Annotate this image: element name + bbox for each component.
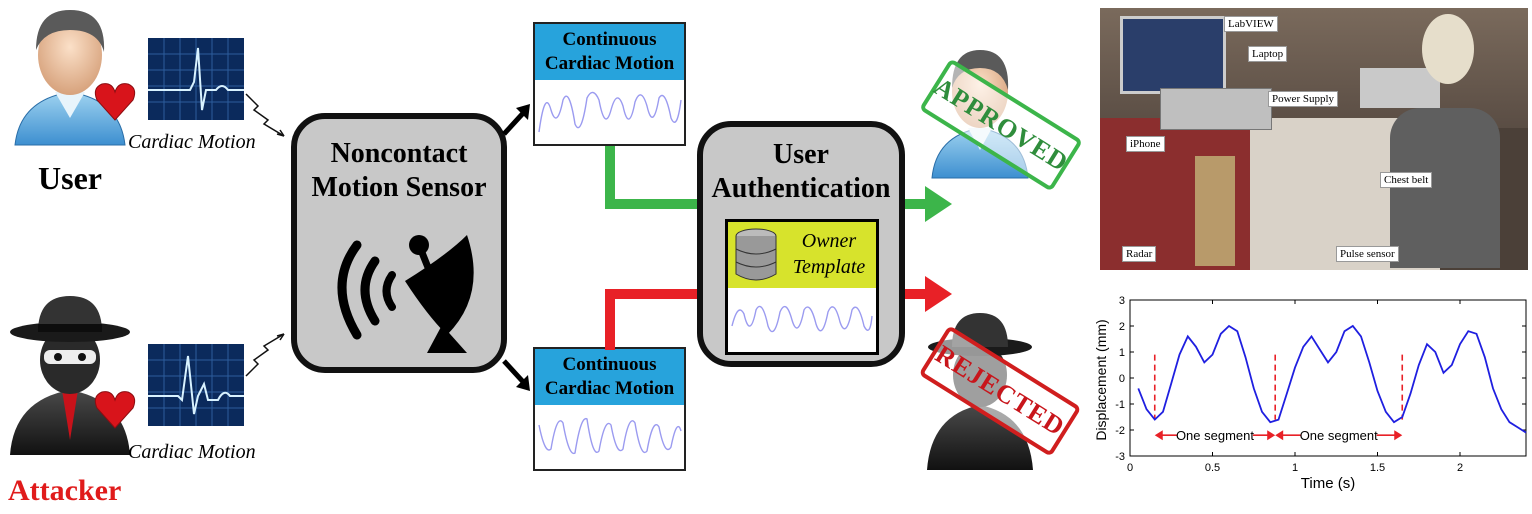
attacker-wireless-link-icon — [245, 333, 285, 377]
x-tick-label: 1 — [1292, 462, 1298, 474]
noncontact-motion-sensor-box: Noncontact Motion Sensor — [291, 113, 507, 373]
y-tick-label: -2 — [1115, 425, 1125, 437]
arrow-to-continuous-top — [502, 104, 530, 136]
database-icon — [735, 228, 777, 281]
x-tick-label: 2 — [1457, 462, 1463, 474]
radar-stand — [1195, 156, 1235, 266]
x-tick-label: 0.5 — [1205, 462, 1220, 474]
user-authentication-box: User Authentication Owner Template — [697, 121, 905, 367]
y-tick-label: -1 — [1115, 399, 1125, 411]
segment-label-bg — [1176, 426, 1253, 444]
owner-template-panel: Owner Template — [725, 219, 879, 355]
user-label: User — [38, 160, 102, 196]
continuous-top-waveform-icon — [538, 91, 682, 133]
y-tick-label: 1 — [1119, 347, 1125, 359]
auth-line1: User — [773, 139, 829, 170]
segment-annotation: One segment — [1300, 428, 1378, 443]
template-waveform-icon — [731, 305, 873, 333]
label-chest-belt: Chest belt — [1380, 172, 1433, 188]
continuous-bottom-waveform-icon — [538, 417, 682, 455]
x-axis-label: Time (s) — [1301, 475, 1355, 492]
segment-arrow-left — [1154, 430, 1163, 441]
label-laptop: Laptop — [1248, 46, 1288, 62]
y-tick-label: 0 — [1119, 373, 1125, 385]
subject — [1390, 108, 1500, 268]
user-avatar-icon — [14, 10, 126, 146]
attacker-cardiac-caption: Cardiac Motion — [128, 441, 256, 463]
x-tick-label: 0 — [1127, 462, 1133, 474]
continuous-top-line1: Continuous — [562, 29, 657, 50]
auth-line2: Authentication — [711, 173, 891, 204]
y-tick-label: -3 — [1115, 451, 1125, 463]
user-wireless-link-icon — [245, 93, 285, 137]
power-supply-unit — [1160, 88, 1272, 130]
x-tick-label: 1.5 — [1370, 462, 1385, 474]
segment-arrow-right — [1267, 430, 1276, 441]
experiment-setup-photo: LabVIEW Laptop Power Supply iPhone Chest… — [1100, 8, 1528, 270]
label-radar: Radar — [1122, 246, 1157, 262]
y-tick-label: 2 — [1119, 321, 1125, 333]
heart-icon — [94, 83, 136, 121]
segment-arrow-right — [1394, 430, 1403, 441]
attacker-avatar-icon — [10, 296, 130, 455]
continuous-bottom-line2: Cardiac Motion — [544, 378, 675, 399]
displacement-chart: 3 2 1 0 -1 -2 -3 0 0.5 1 1.5 2 One segment One segm… — [1093, 295, 1527, 492]
laptop-screen — [1120, 16, 1226, 94]
sensor-line2: Motion Sensor — [311, 172, 487, 203]
continuous-bottom-line1: Continuous — [562, 354, 657, 375]
subject-face — [1422, 14, 1474, 84]
continuous-top-line2: Cardiac Motion — [544, 53, 675, 74]
arrow-to-continuous-bottom — [502, 359, 530, 391]
template-line2: Template — [792, 256, 866, 278]
attacker-ecg-icon — [148, 344, 244, 426]
attacker-label: Attacker — [8, 474, 122, 507]
label-labview: LabVIEW — [1224, 16, 1278, 32]
user-cardiac-caption: Cardiac Motion — [128, 131, 256, 153]
user-ecg-icon — [148, 38, 244, 120]
label-pulse-sensor: Pulse sensor — [1336, 246, 1399, 262]
decision-connectors — [605, 146, 952, 350]
displacement-series-line — [1137, 324, 1527, 434]
sensor-line1: Noncontact — [330, 138, 468, 169]
segment-arrow-left — [1275, 430, 1284, 441]
segment-annotation: One segment — [1176, 428, 1254, 443]
template-line1: Owner — [801, 230, 857, 252]
attacker-heart-icon — [94, 391, 136, 429]
label-iphone: iPhone — [1126, 136, 1165, 152]
label-power-supply: Power Supply — [1268, 91, 1339, 107]
radar-dish-icon — [337, 235, 474, 353]
y-axis-label: Displacement (mm) — [1093, 319, 1109, 440]
segment-label-bg — [1300, 426, 1377, 444]
y-tick-label: 3 — [1119, 295, 1125, 307]
